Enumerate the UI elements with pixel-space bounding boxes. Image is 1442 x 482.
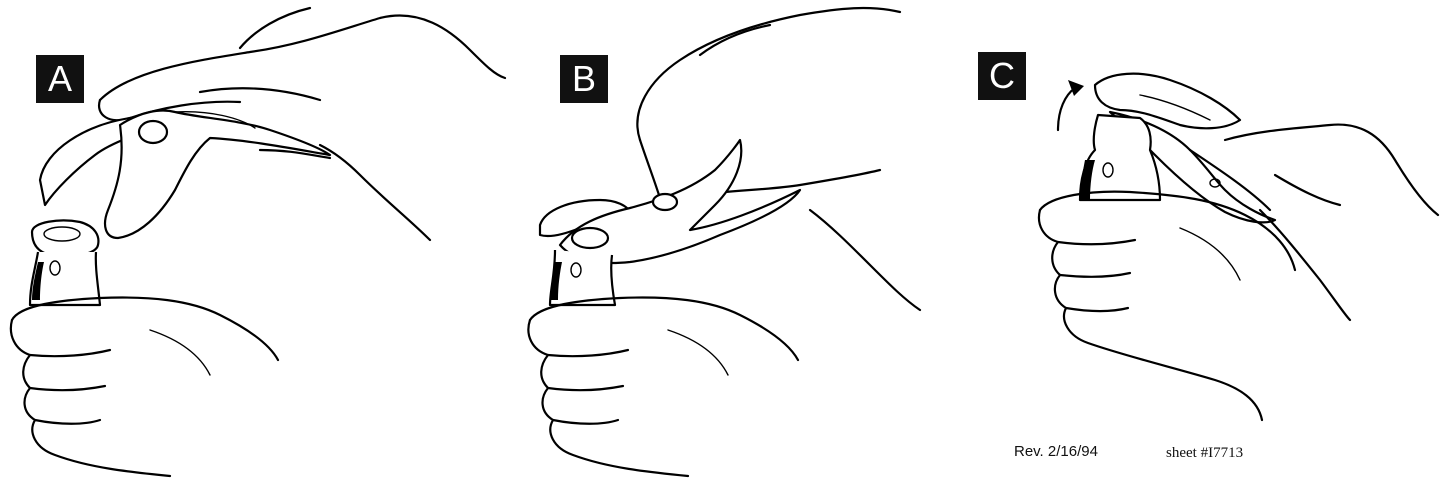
upper-hand-b-icon <box>637 8 920 310</box>
crimper-tool-b-icon <box>540 140 800 263</box>
step-label-c: C <box>978 52 1026 100</box>
rotate-arrow-icon <box>1058 80 1084 130</box>
panel-a <box>11 8 505 476</box>
crimper-tool-a-icon <box>40 111 330 238</box>
vial-b-icon <box>550 250 615 305</box>
lower-hand-c-icon <box>1039 192 1295 420</box>
step-label-b: B <box>560 55 608 103</box>
lower-hand-b-icon <box>528 298 798 476</box>
lower-hand-a-icon <box>11 298 278 476</box>
revision-date: Rev. 2/16/94 <box>1014 443 1098 460</box>
right-hand-c-icon <box>1190 125 1438 320</box>
vial-a-icon <box>30 220 100 305</box>
sheet-number: sheet #I7713 <box>1166 445 1243 462</box>
step-label-a: A <box>36 55 84 103</box>
vial-c-icon <box>1080 115 1160 200</box>
panel-c <box>1039 74 1438 420</box>
